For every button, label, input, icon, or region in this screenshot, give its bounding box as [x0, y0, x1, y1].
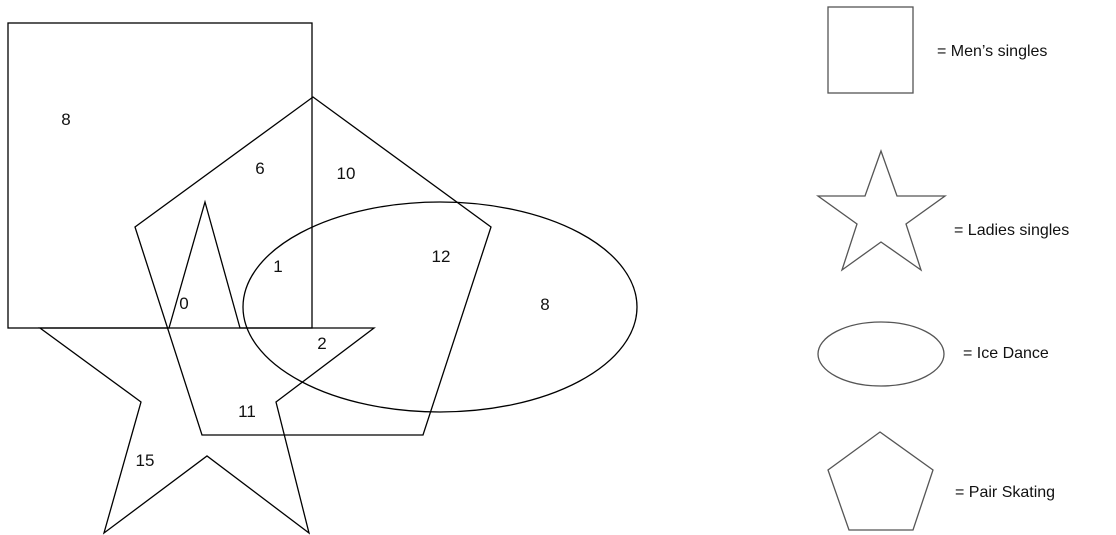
- region-pair-ice: 12: [432, 247, 451, 266]
- region-mens-only: 8: [61, 110, 70, 129]
- legend-pentagon-icon: [827, 431, 934, 531]
- pair-skating-pentagon: [134, 96, 492, 436]
- legend-label-mens-singles: = Men’s singles: [937, 43, 1047, 60]
- ladies-singles-star: [38, 199, 376, 535]
- legend-label-ice-dance: = Ice Dance: [963, 345, 1049, 362]
- legend-item-pair-skating: = Pair Skating: [827, 431, 1055, 531]
- region-mens-pair: 6: [255, 159, 264, 178]
- region-mens-ladies-pair: 0: [179, 294, 188, 313]
- region-ladies-pair-ice: 2: [317, 334, 326, 353]
- mens-singles-square: [7, 22, 313, 329]
- legend-item-mens-singles: = Men’s singles: [827, 6, 1047, 94]
- region-ladies-pair: 11: [238, 402, 256, 421]
- ice-dance-ellipse: [242, 201, 638, 413]
- region-ice-only: 8: [540, 295, 549, 314]
- region-ladies-only: 15: [136, 451, 155, 470]
- legend-item-ladies-singles: = Ladies singles: [815, 149, 1069, 272]
- region-pair-only: 10: [337, 164, 356, 183]
- legend-ellipse-icon: [817, 321, 945, 387]
- legend-label-ladies-singles: = Ladies singles: [954, 222, 1069, 239]
- legend-star-icon: [815, 149, 948, 272]
- legend-item-ice-dance: = Ice Dance: [817, 321, 1049, 387]
- legend-square-icon: [827, 6, 914, 94]
- legend-label-pair-skating: = Pair Skating: [955, 484, 1055, 501]
- legend: = Men’s singles = Ladies singles = Ice D…: [815, 6, 1069, 531]
- region-mens-ladies-pair-ice: 1: [273, 257, 282, 276]
